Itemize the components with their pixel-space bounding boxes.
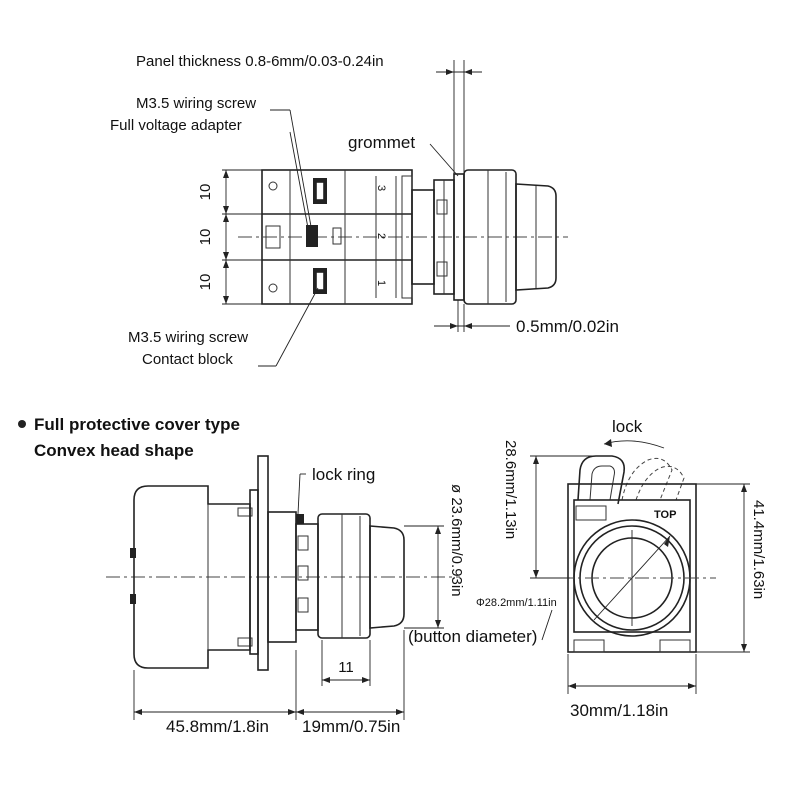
front-housing [567,483,697,653]
button-diameter-note: (button diameter) [408,627,537,646]
dim-10-top: 10 [197,184,214,201]
screw-contact-line1: M3.5 wiring screw [128,329,248,346]
side-view: Full protective cover type Convex head s… [18,415,465,736]
lock-arrow [603,440,665,449]
button-diameter-leader [593,535,671,621]
side-button-head [369,525,405,629]
screw-contact-line2: Contact block [142,351,233,368]
lock-ring-label: lock ring [312,465,375,484]
head-diameter-label: ø 23.6mm/0.93in [448,484,465,597]
lock-label: lock [612,417,643,436]
gap-label: 0.5mm/0.02in [516,317,619,336]
top-view: 3 2 1 10 10 10 Panel thickness 0. [110,53,619,368]
front-view: lock TOP Φ28.2mm/1.11in (button diameter… [408,417,767,720]
panel-thickness-label: Panel thickness 0.8-6mm/0.03-0.24in [136,53,384,70]
title-bullet [18,420,26,428]
button-head [515,183,557,291]
body-length-label: 45.8mm/1.8in [166,717,269,736]
top-mark: TOP [654,509,676,521]
dim-10-mid: 10 [197,229,214,246]
side-view-title-line2: Convex head shape [34,441,194,460]
terminal-number-2: 2 [375,233,387,239]
panel-plate [257,455,269,671]
dim-10-bottom: 10 [197,274,214,291]
lock-height-label: 28.6mm/1.13in [502,440,519,539]
terminal-number-3: 3 [375,185,387,191]
wiring-screw-mid [306,225,318,247]
side-bezel [317,513,371,639]
total-height-label: 41.4mm/1.63in [750,500,767,599]
button-diameter-value: Φ28.2mm/1.11in [476,597,557,609]
side-view-title-line1: Full protective cover type [34,415,240,434]
dim-11: 11 [338,659,354,676]
protective-cover [133,485,251,669]
lock-lever [577,455,626,505]
width-label: 30mm/1.18in [570,701,668,720]
grommet-label: grommet [348,133,415,152]
terminal-number-1: 1 [375,280,387,286]
head-length-label: 19mm/0.75in [302,717,400,736]
screw-full-voltage-line1: M3.5 wiring screw [136,95,256,112]
screw-full-voltage-line2: Full voltage adapter [110,117,242,134]
